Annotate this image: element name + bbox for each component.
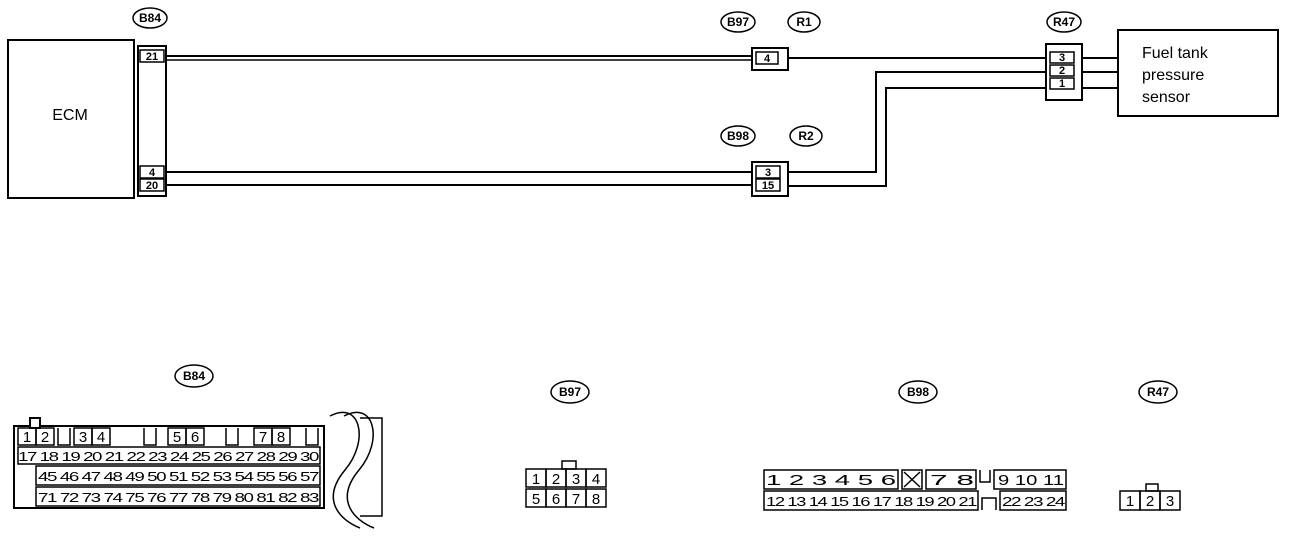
b98-pin-3: 3 (765, 167, 771, 179)
r47-pin-2: 2 (1059, 65, 1065, 77)
b97-connector (525, 468, 607, 508)
b98-row-2-pins-a: 12 13 14 15 16 17 18 19 20 21 (766, 494, 977, 509)
b97-pin-6: 6 (552, 491, 560, 508)
b97-pin-1: 1 (532, 471, 540, 488)
tag-b98-upper-text: B98 (727, 129, 749, 143)
tag-r47-lower (1138, 380, 1178, 404)
ecm-pin-21-box (139, 49, 165, 63)
tag-r1-text: R1 (796, 15, 812, 29)
tag-b84-upper (132, 7, 168, 29)
b84-connector-tail (360, 417, 383, 517)
b84-pin-4: 4 (97, 429, 105, 446)
ecm-label: ECM (52, 107, 88, 124)
tag-b97-lower (550, 380, 590, 404)
ecm-pin-4: 4 (149, 167, 156, 179)
b84-row-2 (17, 446, 321, 465)
tag-b84-lower (174, 364, 214, 388)
b84-pin-8: 8 (277, 429, 285, 446)
b97-pin-7: 7 (572, 491, 580, 508)
b84-row-3-pins: 45 46 47 48 49 50 51 52 53 54 55 56 57 (38, 469, 319, 484)
b84-break-line-2 (343, 411, 375, 529)
b97-pin-3: 3 (572, 471, 580, 488)
r47-pin-2-box (1049, 64, 1075, 77)
r47-connector (1119, 490, 1181, 511)
b98-row-1-pins-a: 1 2 3 4 5 6 (766, 472, 896, 489)
ecm-pin-21: 21 (146, 51, 158, 63)
b97-pin-5: 5 (532, 491, 540, 508)
b84-pin-6: 6 (191, 429, 199, 446)
ecm-pin-20-box (139, 178, 165, 192)
r47-lower-pin-2: 2 (1146, 493, 1154, 510)
b84-row-1: 1 2 3 4 5 6 7 8 (17, 427, 319, 446)
sensor-label-line-1: Fuel tank (1142, 45, 1209, 62)
b97-pin-4: 4 (764, 53, 771, 65)
fuel-tank-pressure-sensor-box (1117, 29, 1279, 117)
r47-pin-3: 3 (1059, 52, 1065, 64)
b97-pin-2: 2 (552, 471, 560, 488)
b97-pin-4-box (755, 51, 779, 65)
tag-b98-upper (720, 125, 756, 147)
tag-b97-upper-text: B97 (727, 15, 749, 29)
tag-b84-upper-text: B84 (139, 11, 161, 25)
r47-lower-pin-3: 3 (1166, 493, 1174, 510)
r47-pin-1: 1 (1059, 78, 1065, 90)
b84-row-4 (35, 486, 321, 507)
b97-pin-4-lower: 4 (592, 471, 600, 488)
b98-pin-15: 15 (762, 180, 774, 192)
ecm-pin-20: 20 (146, 180, 158, 192)
tag-b84-lower-text: B84 (183, 369, 205, 383)
b98-pin-3-box (755, 165, 781, 179)
tag-r47-upper (1046, 11, 1082, 33)
b98-pin-15-box (755, 178, 781, 192)
ecm-pin-4-box (139, 165, 165, 179)
b84-pin-3: 3 (79, 429, 87, 446)
b84-pin-1: 1 (23, 429, 31, 446)
tag-r2-text: R2 (798, 129, 814, 143)
b98-connector-row-1 (763, 469, 1067, 490)
b84-pin-7: 7 (259, 429, 267, 446)
sensor-label-line-3: sensor (1142, 89, 1191, 106)
b84-row-3 (35, 465, 321, 486)
b84-pin-2: 2 (41, 429, 49, 446)
b98-blank-x (901, 469, 923, 490)
r47-pin-1-box (1049, 77, 1075, 90)
b98-row-1-pins-c: 9 10 11 (998, 472, 1064, 489)
ecm-connector-strip (137, 45, 167, 197)
tag-b97-upper (720, 11, 756, 33)
b84-row-2-pins: 17 18 19 20 21 22 23 24 25 26 27 28 29 3… (18, 449, 319, 464)
tag-r1 (787, 11, 821, 33)
tag-r47-lower-text: R47 (1147, 385, 1169, 399)
b98-row-2-pins-b: 22 23 24 (1002, 494, 1065, 509)
tag-b97-lower-text: B97 (559, 385, 581, 399)
b84-break-line-1 (329, 411, 361, 529)
r47-lower-pin-1: 1 (1126, 493, 1134, 510)
tag-b98-lower-text: B98 (907, 385, 929, 399)
tag-r47-upper-text: R47 (1053, 15, 1075, 29)
b98-connector-row-2 (763, 490, 1067, 511)
r47-latch (1145, 483, 1159, 492)
b84-row-4-pins: 71 72 73 74 75 76 77 78 79 80 81 82 83 (38, 490, 319, 505)
b98-row-1-pins-b: 7 8 (930, 472, 974, 489)
b84-pin-5: 5 (173, 429, 181, 446)
tag-b98-lower (898, 380, 938, 404)
b97-latch (561, 460, 577, 470)
r47-pin-3-box (1049, 51, 1075, 64)
wire-r2-r47-pin2 (788, 71, 1046, 173)
b84-latch-left (29, 417, 41, 429)
wire-r2-r47-pin1 (788, 87, 1046, 187)
tag-r2 (789, 125, 823, 147)
sensor-label-line-2: pressure (1142, 67, 1204, 84)
ecm-box (7, 39, 135, 199)
b97-pin-8: 8 (592, 491, 600, 508)
